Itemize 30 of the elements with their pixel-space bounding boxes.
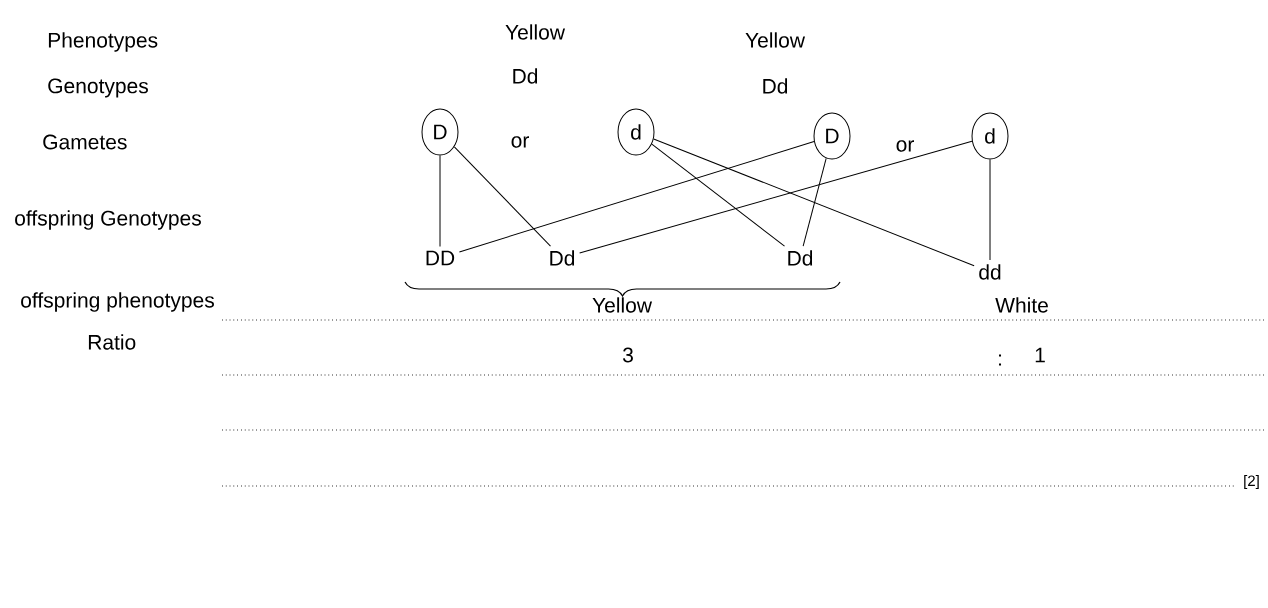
ratio-number: 1 [1035, 347, 1045, 363]
row-heading: Gametes [43, 134, 127, 150]
genotype-text: DD [426, 250, 455, 266]
row-heading: offspring phenotypes [21, 292, 214, 312]
row-heading: offspring Genotypes [15, 210, 201, 230]
phenotype-text: Yellow [592, 297, 653, 313]
connecting-line [579, 140, 973, 254]
or-text: or [511, 136, 529, 148]
mark-allocation: [2] [1244, 475, 1259, 489]
genotype-text: Dd [550, 250, 575, 266]
row-heading: Ratio [88, 334, 136, 350]
phenotype-text: Yellow [505, 24, 566, 40]
connecting-line [653, 138, 975, 267]
connecting-line [651, 143, 785, 247]
genotype-text: Dd [513, 68, 538, 84]
ratio-number: 3 [622, 347, 633, 363]
connecting-line [802, 157, 827, 247]
genotype-text: Dd [788, 250, 813, 266]
phenotype-text: Yellow [745, 32, 806, 48]
phenotype-text: White [995, 297, 1048, 313]
row-heading: Genotypes [48, 78, 148, 98]
connecting-line [439, 155, 441, 248]
or-text: or [896, 140, 914, 152]
row-heading: Phenotypes [48, 32, 158, 52]
genotype-text: Dd [763, 78, 788, 94]
connecting-line [453, 146, 551, 247]
connecting-line [458, 141, 815, 253]
ratio-colon: : [999, 354, 1001, 366]
connecting-line [989, 159, 991, 261]
genotype-text: dd [979, 264, 1001, 280]
